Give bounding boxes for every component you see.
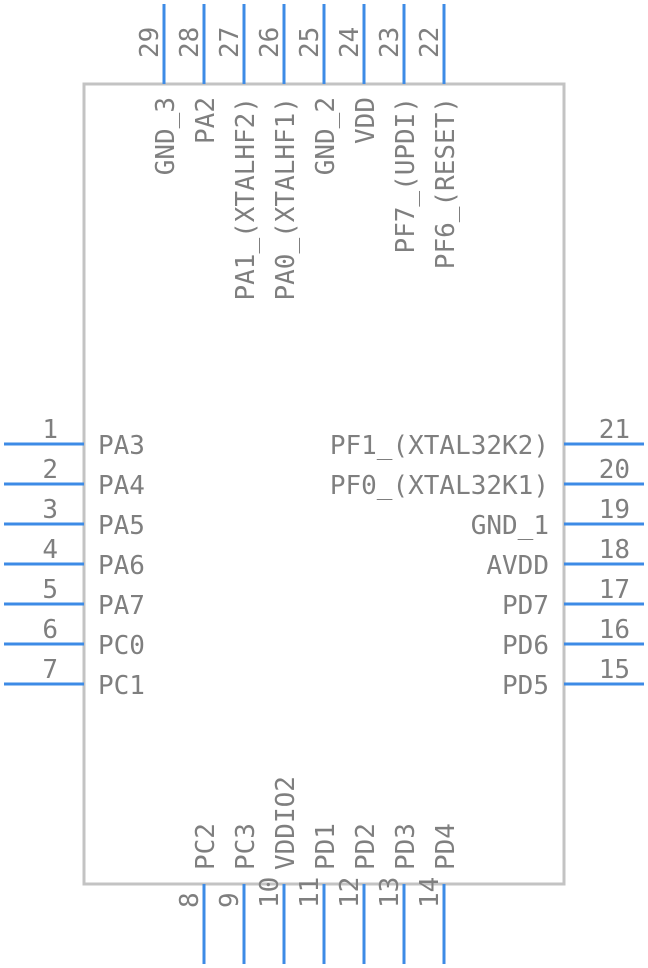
pin-15-number: 15 — [599, 655, 630, 685]
pin-5-number: 5 — [42, 575, 58, 605]
pin-5-label: PA7 — [98, 591, 145, 621]
pin-21-number: 21 — [599, 415, 630, 445]
pin-16-label: PD6 — [502, 631, 549, 661]
pin-16-number: 16 — [599, 615, 630, 645]
pin-28-label: PA2 — [191, 97, 221, 144]
pin-6-number: 6 — [42, 615, 58, 645]
pin-27-label: PA1_(XTALHF2) — [231, 97, 261, 301]
pin-24-label: VDD — [351, 97, 381, 144]
pin-25-label: GND_2 — [311, 97, 341, 175]
pin-17-number: 17 — [599, 575, 630, 605]
chip-body — [82, 82, 566, 886]
pin-6-label: PC0 — [98, 631, 145, 661]
pin-28-number: 28 — [175, 27, 205, 58]
pin-23-number: 23 — [375, 27, 405, 58]
pin-26-label: PA0_(XTALHF1) — [271, 97, 301, 301]
pin-20-number: 20 — [599, 455, 630, 485]
pin-11-number: 11 — [295, 877, 325, 908]
pin-19-label: GND_1 — [471, 511, 549, 541]
pin-4-number: 4 — [42, 535, 58, 565]
pin-2-number: 2 — [42, 455, 58, 485]
pin-7-label: PC1 — [98, 671, 145, 701]
pin-15-label: PD5 — [502, 671, 549, 701]
pin-18-number: 18 — [599, 535, 630, 565]
pin-26-number: 26 — [255, 27, 285, 58]
pin-13-label: PD3 — [391, 823, 421, 870]
pin-22-number: 22 — [415, 27, 445, 58]
pin-20-label: PF0_(XTAL32K1) — [330, 471, 549, 501]
pin-3-label: PA5 — [98, 511, 145, 541]
pin-21-label: PF1_(XTAL32K2) — [330, 431, 549, 461]
pin-25-number: 25 — [295, 27, 325, 58]
pin-14-label: PD4 — [431, 823, 461, 870]
pin-2-label: PA4 — [98, 471, 145, 501]
pin-27-number: 27 — [215, 27, 245, 58]
pin-18-label: AVDD — [486, 551, 549, 581]
pin-11-label: PD1 — [311, 823, 341, 870]
pin-13-number: 13 — [375, 877, 405, 908]
pin-9-number: 9 — [215, 892, 245, 908]
pin-12-label: PD2 — [351, 823, 381, 870]
pin-29-number: 29 — [135, 27, 165, 58]
pin-12-number: 12 — [335, 877, 365, 908]
pin-1-label: PA3 — [98, 431, 145, 461]
pin-10-number: 10 — [255, 877, 285, 908]
pin-8-number: 8 — [175, 892, 205, 908]
pin-9-label: PC3 — [231, 823, 261, 870]
pin-17-label: PD7 — [502, 591, 549, 621]
pin-29-label: GND_3 — [151, 97, 181, 175]
pin-14-number: 14 — [415, 877, 445, 908]
pin-1-number: 1 — [42, 415, 58, 445]
pin-22-label: PF6_(RESET) — [431, 97, 461, 269]
pin-24-number: 24 — [335, 27, 365, 58]
pin-3-number: 3 — [42, 495, 58, 525]
pin-7-number: 7 — [42, 655, 58, 685]
pin-8-label: PC2 — [191, 823, 221, 870]
pin-23-label: PF7_(UPDI) — [391, 97, 421, 254]
pin-19-number: 19 — [599, 495, 630, 525]
pin-4-label: PA6 — [98, 551, 145, 581]
pin-10-label: VDDIO2 — [271, 776, 301, 870]
